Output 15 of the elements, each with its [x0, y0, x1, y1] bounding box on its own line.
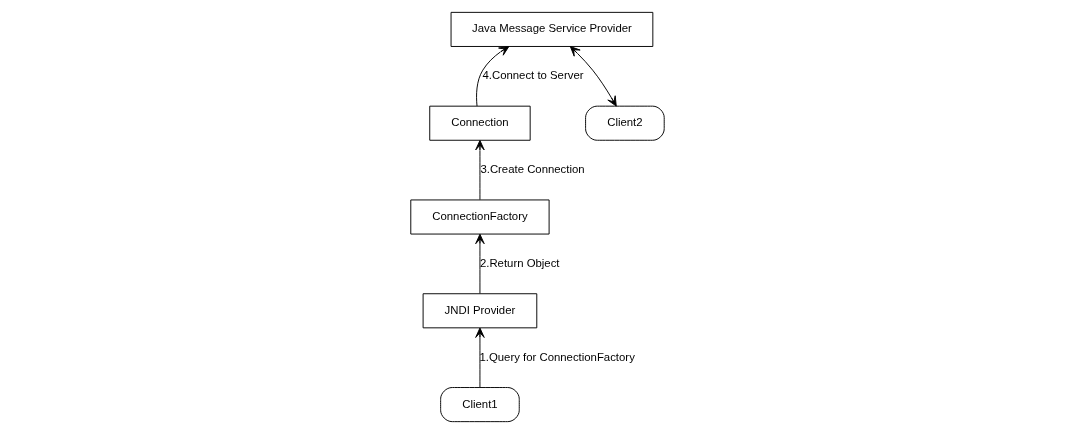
arrow — [475, 46, 509, 107]
node-box: Client1 — [439, 387, 520, 423]
arrow — [569, 46, 617, 107]
node-box: Java Message Service Provider — [450, 11, 653, 47]
arrow — [474, 233, 485, 294]
arrow — [474, 139, 485, 201]
edge-label: 4.Connect to Server — [481, 69, 584, 82]
node-box: JNDI Provider — [422, 293, 537, 329]
edge-label: 1.Query for ConnectionFactory — [478, 350, 635, 363]
edge-label: 3.Create Connection — [479, 163, 585, 176]
node-box: Client2 — [584, 105, 665, 141]
arrow — [474, 327, 485, 388]
node-box: Connection — [428, 105, 531, 141]
edge-label: 2.Return Object — [479, 256, 560, 269]
node-box: ConnectionFactory — [409, 199, 550, 235]
